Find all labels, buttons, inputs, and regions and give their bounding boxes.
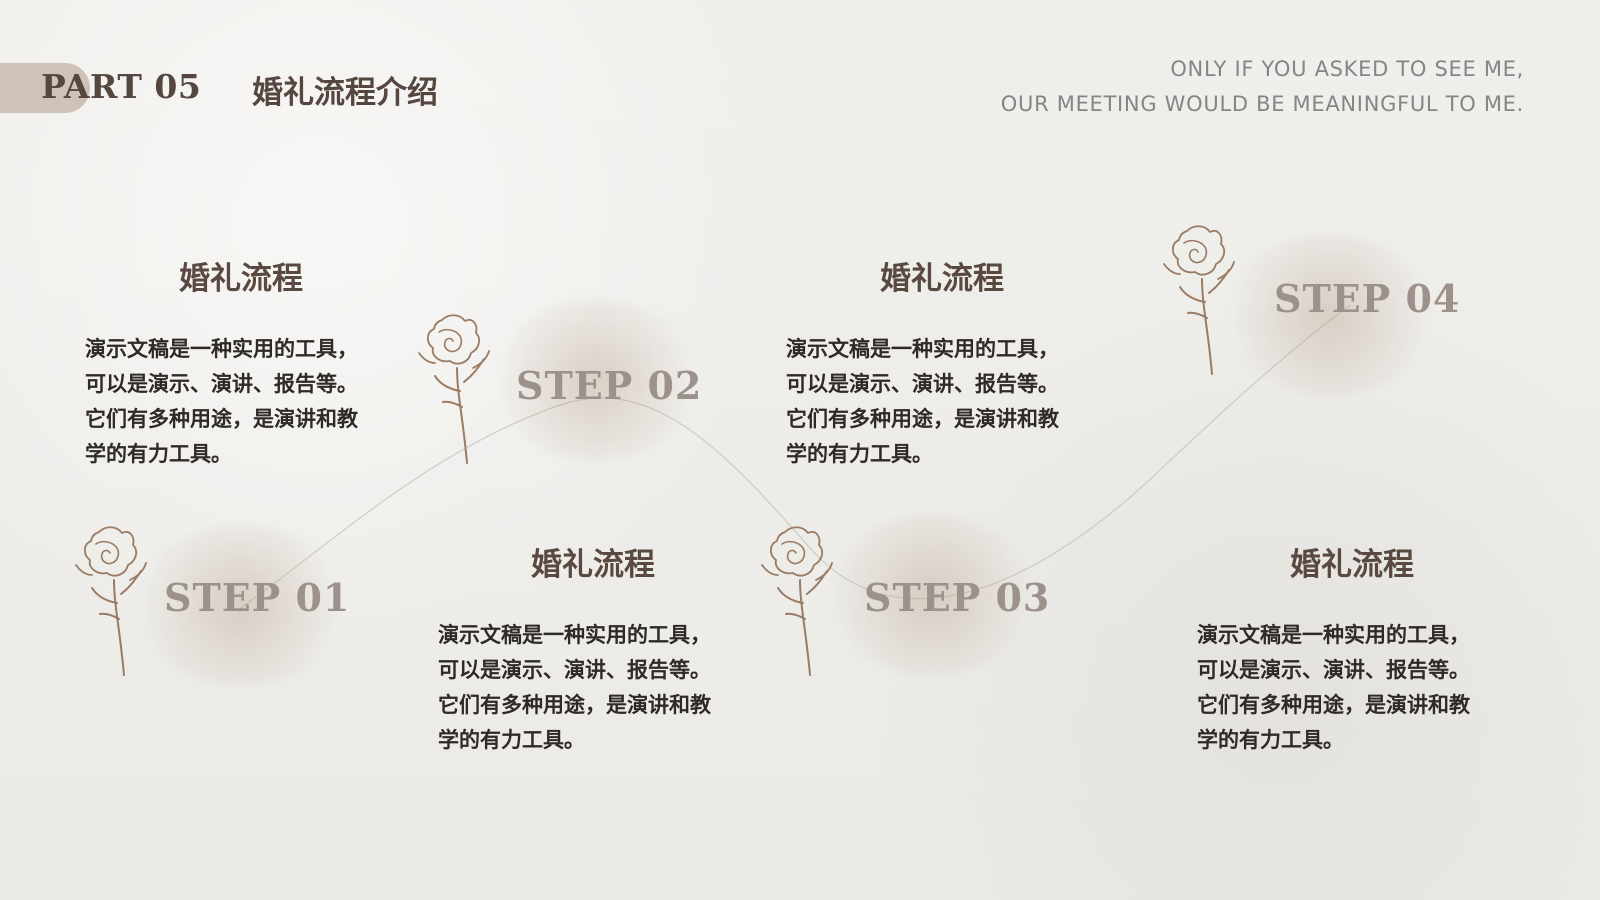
- page-title: 婚礼流程介绍: [252, 75, 438, 111]
- rose-icon: [72, 525, 150, 679]
- step-04-label: STEP 04: [1274, 276, 1461, 321]
- step-03-glow: [825, 515, 1035, 675]
- section-body-step-01: 演示文稿是一种实用的工具， 可以是演示、演讲、报告等。 它们有多种用途，是演讲和…: [85, 337, 358, 466]
- part-label: PART 05: [41, 67, 202, 106]
- rose-icon: [418, 314, 490, 464]
- rose-icon: [1160, 224, 1238, 378]
- section-title-step-03: 婚礼流程: [880, 261, 1004, 297]
- step-01-glow: [135, 525, 345, 685]
- section-body-step-03: 演示文稿是一种实用的工具， 可以是演示、演讲、报告等。 它们有多种用途，是演讲和…: [786, 337, 1059, 466]
- quote-block: ONLY IF YOU ASKED TO SEE ME, OUR MEETING…: [1001, 52, 1524, 122]
- quote-line-2: OUR MEETING WOULD BE MEANINGFUL TO ME.: [1000, 92, 1524, 116]
- section-title-step-02: 婚礼流程: [531, 547, 655, 583]
- section-title-step-04: 婚礼流程: [1290, 547, 1414, 583]
- section-body-step-04: 演示文稿是一种实用的工具， 可以是演示、演讲、报告等。 它们有多种用途，是演讲和…: [1197, 623, 1470, 752]
- rose-icon: [1163, 225, 1235, 375]
- step-02-glow: [490, 300, 700, 460]
- rose-icon: [415, 313, 493, 467]
- step-01-label: STEP 01: [164, 575, 351, 620]
- rose-icon: [761, 526, 833, 676]
- header-accent-tab: [0, 63, 90, 113]
- section-title-step-01: 婚礼流程: [179, 261, 303, 297]
- step-03-label: STEP 03: [864, 575, 1051, 620]
- step-02-label: STEP 02: [516, 363, 703, 408]
- section-body-step-02: 演示文稿是一种实用的工具， 可以是演示、演讲、报告等。 它们有多种用途，是演讲和…: [438, 623, 711, 752]
- step-04-glow: [1225, 235, 1435, 395]
- quote-line-1: ONLY IF YOU ASKED TO SEE ME,: [1170, 57, 1524, 81]
- rose-icon: [758, 525, 836, 679]
- rose-icon: [75, 526, 147, 676]
